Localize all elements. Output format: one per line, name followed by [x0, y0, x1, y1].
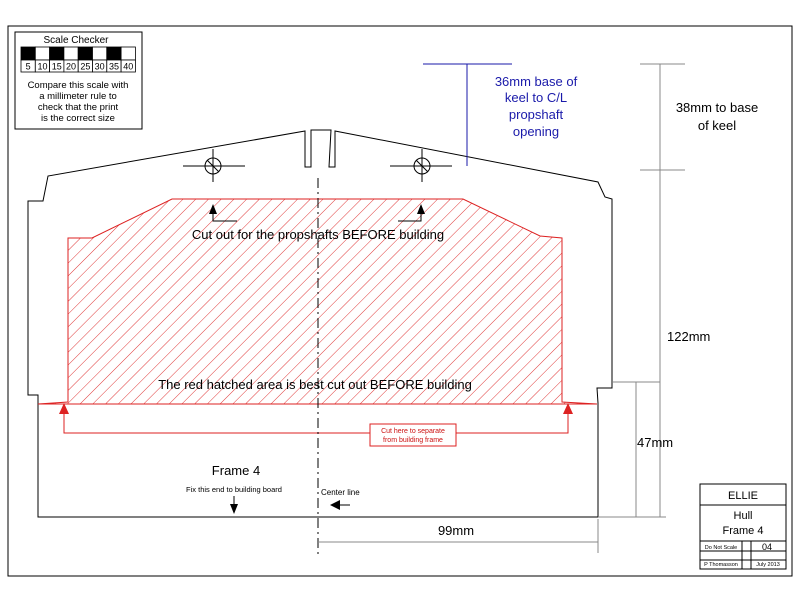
title-author: P Thomasson — [704, 562, 738, 568]
cut-separation-line — [63, 410, 569, 434]
scale-block — [106, 46, 122, 61]
dim-half-width: 99mm — [438, 523, 474, 538]
frame-outline — [27, 129, 613, 518]
vertical-dimensions — [599, 63, 685, 518]
dim-height-lower: 47mm — [637, 435, 673, 450]
fix-end-note: Fix this end to building board — [186, 485, 282, 494]
scale-note-line-4: is the correct size — [41, 113, 115, 124]
scale-note-line-1: Compare this scale with — [28, 80, 129, 91]
scale-block — [20, 46, 36, 61]
scale-note-line-2: a millimeter rule to — [39, 91, 117, 102]
propshaft-arrow-left-icon — [209, 204, 237, 222]
scale-tick-label: 25 — [80, 62, 90, 72]
keel-propshaft-note-1: 36mm base of — [495, 74, 578, 89]
scale-block — [49, 46, 65, 61]
cut-here-line-1: Cut here to separate — [381, 428, 445, 435]
title-block — [699, 483, 787, 570]
title-frame: Frame 4 — [723, 525, 764, 537]
scale-cell — [120, 59, 136, 73]
cut-arrow-right-icon — [563, 403, 573, 414]
scale-checker: Scale Checker 5 10 15 20 25 30 35 40 Compare th… — [14, 31, 143, 130]
cut-here-line-2: from building frame — [383, 437, 443, 444]
scale-block — [120, 46, 136, 61]
half-width-dimension — [318, 519, 599, 553]
keel-propshaft-dimension — [423, 63, 512, 166]
scale-block — [77, 46, 93, 61]
scale-tick-label: 10 — [37, 62, 47, 72]
scale-tick-label: 35 — [109, 62, 119, 72]
scale-tick-label: 40 — [123, 62, 133, 72]
scale-tick-label: 5 — [26, 62, 31, 72]
red-hatched-note: The red hatched area is best cut out BEF… — [158, 377, 472, 392]
scale-note-line-3: check that the print — [38, 102, 119, 113]
scale-checker-title: Scale Checker — [43, 35, 109, 46]
propshaft-marker-left-icon — [183, 149, 245, 182]
dim-to-base-of-keel-2: of keel — [698, 118, 736, 133]
scale-block — [63, 46, 79, 61]
title-project: ELLIE — [728, 490, 758, 502]
scale-tick-label: 20 — [66, 62, 76, 72]
scale-block — [34, 46, 50, 61]
scale-bar: 5 10 15 20 25 30 35 40 — [20, 46, 136, 73]
cut-propshafts-note: Cut out for the propshafts BEFORE buildi… — [192, 227, 444, 242]
scale-block — [92, 46, 108, 61]
dim-height-upper: 122mm — [667, 329, 710, 344]
propshaft-arrow-right-icon — [398, 204, 425, 222]
cut-arrow-left-icon — [59, 403, 69, 414]
dim-to-base-of-keel-1: 38mm to base — [676, 100, 758, 115]
title-part: Hull — [734, 510, 753, 522]
scale-tick-label: 15 — [52, 62, 62, 72]
fix-end-arrow-icon — [230, 496, 238, 514]
cut-here-box — [369, 423, 457, 447]
keel-propshaft-note-2: keel to C/L — [505, 90, 567, 105]
scale-tick-label: 30 — [95, 62, 105, 72]
keel-propshaft-note-3: propshaft — [509, 107, 564, 122]
propshaft-marker-right-icon — [390, 149, 452, 182]
center-line-label: Center line — [321, 488, 360, 497]
title-date: July 2013 — [756, 562, 780, 568]
center-line-arrow-icon — [330, 500, 350, 510]
title-sheet: 04 — [762, 542, 772, 552]
sheet-border — [7, 25, 793, 577]
frame-label: Frame 4 — [212, 463, 260, 478]
keel-propshaft-note-4: opening — [513, 124, 559, 139]
title-do-not-scale: Do Not Scale — [705, 545, 737, 551]
